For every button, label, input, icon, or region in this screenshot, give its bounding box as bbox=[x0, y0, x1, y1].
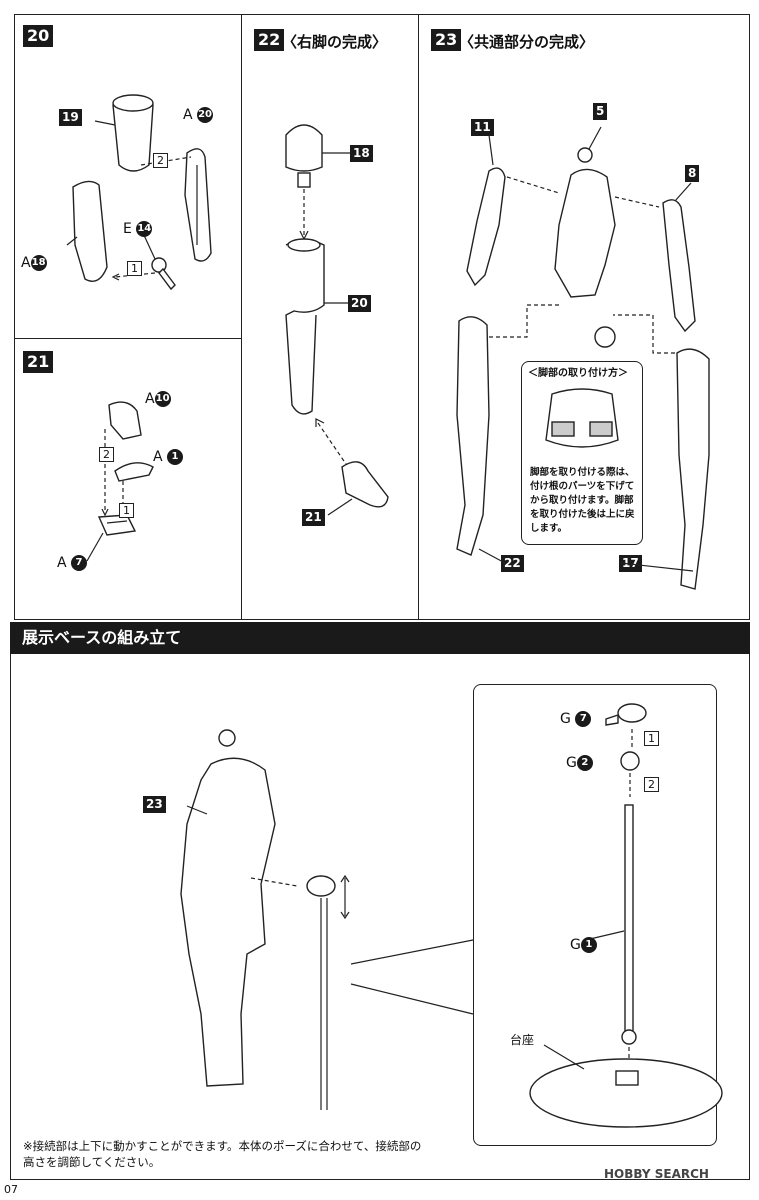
order-box-2: 2 bbox=[99, 447, 114, 462]
label-a20: A 20 bbox=[183, 107, 214, 123]
stand-pole-g1 bbox=[624, 804, 634, 1036]
callout-text: 脚部を取り付ける際は、付け根のパーツを下げてから取り付けます。脚部を取り付けた後… bbox=[530, 467, 635, 534]
step-number: 21 bbox=[23, 351, 54, 373]
section-header-display-base: 展示ベースの組み立て bbox=[10, 622, 750, 654]
step-23-drawing bbox=[456, 126, 710, 590]
step-number: 22 bbox=[254, 29, 285, 51]
part-tag-18: 18 bbox=[350, 145, 373, 162]
order-box-1: 1 bbox=[127, 261, 142, 276]
part-a10 bbox=[108, 401, 142, 440]
figure-body-23 bbox=[180, 757, 276, 1087]
part-tag-22: 22 bbox=[501, 555, 524, 572]
step-23-panel: 23 〈共通部分の完成〉 11 5 8 22 17 ＜脚部の取り付け方＞ bbox=[418, 14, 750, 620]
step-title: 〈共通部分の完成〉 bbox=[459, 33, 595, 51]
step-20-panel: 20 19 2 1 A 20 A18 E 14 bbox=[14, 14, 242, 339]
label-g7: G 7 bbox=[560, 711, 592, 727]
stand-connector bbox=[306, 875, 336, 897]
label-a10: A10 bbox=[145, 391, 171, 407]
part-tag-19: 19 bbox=[59, 109, 82, 126]
page-number: 07 bbox=[4, 1183, 18, 1196]
part-tag-20: 20 bbox=[348, 295, 371, 312]
step-22-drawing bbox=[285, 124, 389, 516]
part-a7 bbox=[97, 514, 137, 536]
stand-assembly-drawing bbox=[529, 703, 723, 1128]
step-title: 〈右脚の完成〉 bbox=[282, 33, 388, 51]
callout-title: ＜脚部の取り付け方＞ bbox=[528, 368, 628, 379]
adjustment-note: ※接続部は上下に動かすことができます。本体のポーズに合わせて、接続部の高さを調節… bbox=[23, 1139, 422, 1169]
zoom-indicator bbox=[594, 326, 616, 348]
step-number: 20 bbox=[23, 25, 54, 47]
arm-part-8 bbox=[662, 199, 696, 333]
order-box-1: 1 bbox=[119, 503, 134, 518]
stand-part-g2 bbox=[620, 751, 640, 771]
step-21-drawing bbox=[86, 401, 154, 562]
watermark: HOBBY SEARCH bbox=[604, 1167, 709, 1181]
part-tag-8: 8 bbox=[685, 165, 700, 182]
figure-on-stand-drawing bbox=[180, 729, 474, 1110]
foot-part-21 bbox=[341, 461, 389, 508]
part-tag-5: 5 bbox=[593, 103, 608, 120]
step-22-panel: 22 〈右脚の完成〉 18 20 21 bbox=[241, 14, 419, 620]
stand-base bbox=[529, 1058, 723, 1128]
part-tag-23: 23 bbox=[143, 796, 166, 813]
part-tag-21: 21 bbox=[302, 509, 325, 526]
leg-attachment-callout: ＜脚部の取り付け方＞ 脚部を取り付ける際は、付け根のパーツを下げてから取り付けま… bbox=[521, 361, 643, 545]
base-label: 台座 bbox=[510, 1033, 535, 1047]
leg-part-20 bbox=[285, 239, 325, 415]
order-box-1: 1 bbox=[644, 731, 659, 746]
part-tag-11: 11 bbox=[471, 119, 494, 136]
arm-part-11 bbox=[466, 167, 506, 287]
callout-drawing bbox=[545, 388, 619, 448]
label-a1: A 1 bbox=[153, 449, 184, 465]
label-a7: A 7 bbox=[57, 555, 88, 571]
stand-part-g7 bbox=[617, 703, 647, 723]
label-a18: A18 bbox=[21, 255, 47, 271]
label-e14: E 14 bbox=[123, 221, 153, 237]
order-box-2: 2 bbox=[644, 777, 659, 792]
joint-part-e14 bbox=[151, 257, 167, 273]
torso-part-5 bbox=[554, 168, 616, 298]
order-box-2: 2 bbox=[153, 153, 168, 168]
part-a1 bbox=[114, 462, 154, 482]
knee-cover-18 bbox=[72, 180, 108, 282]
plate-part-20 bbox=[184, 148, 212, 262]
step-21-panel: 21 2 1 A10 A 1 A 7 bbox=[14, 338, 242, 620]
step-number: 23 bbox=[431, 29, 462, 51]
leg-part-22 bbox=[456, 316, 490, 556]
foot-cap-18 bbox=[285, 124, 323, 172]
step-20-drawing bbox=[66, 94, 212, 291]
leg-part-17 bbox=[676, 348, 710, 590]
